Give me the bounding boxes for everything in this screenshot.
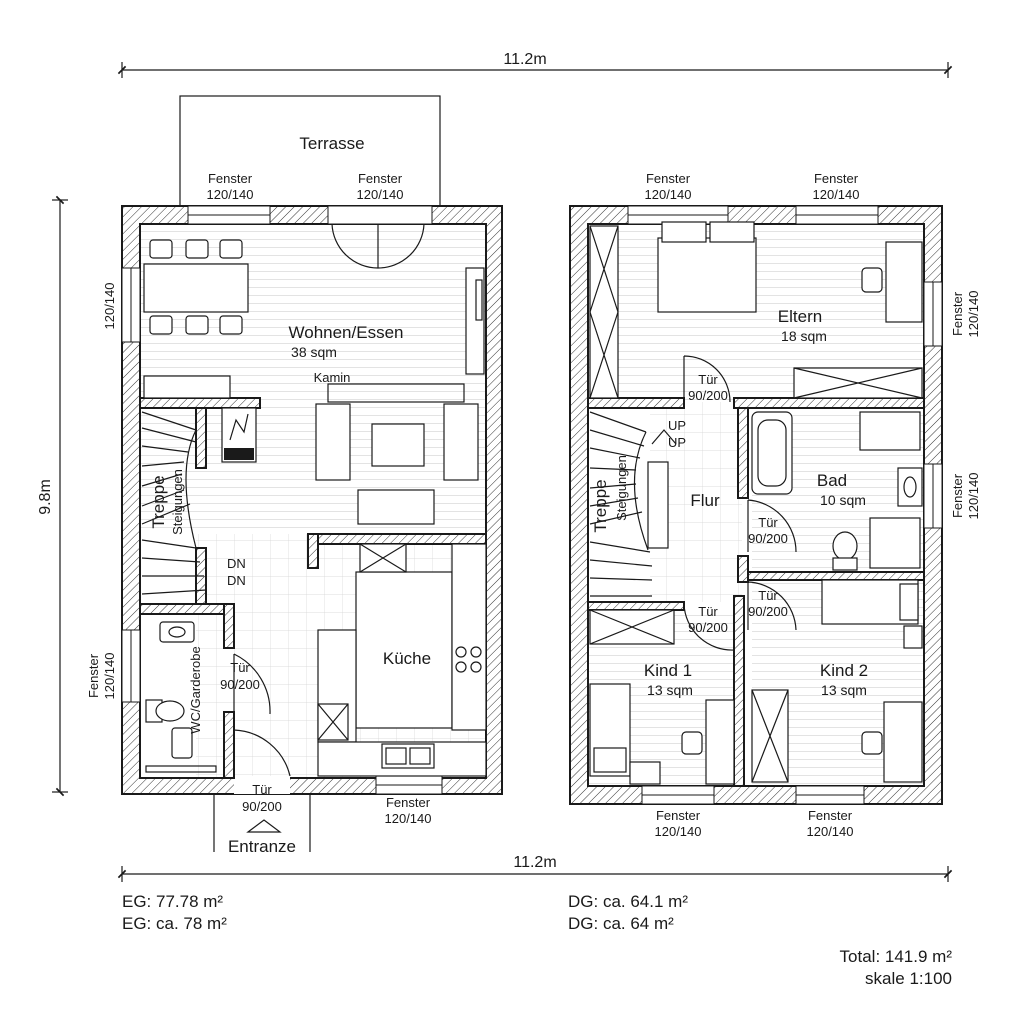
- dg-exact-area: DG: ca. 64.1 m²: [568, 892, 688, 911]
- stairs-upper: [589, 411, 653, 597]
- uf-door-kid1-size: 90/200: [688, 620, 728, 635]
- upper-floor-summary: DG: ca. 64.1 m² DG: ca. 64 m²: [568, 891, 688, 935]
- upper-floor-plan: [569, 205, 943, 805]
- gf-door-wc-size: 90/200: [220, 677, 260, 692]
- living-room-label: Wohnen/Essen: [289, 323, 404, 342]
- gf-window-top-right-size: 120/140: [357, 187, 404, 202]
- eg-approx-area: EG: ca. 78 m²: [122, 914, 227, 933]
- uf-stairs-sub: Steigungen: [614, 455, 629, 521]
- dimension-top: [117, 62, 953, 78]
- upper-toilet-icon: [832, 531, 858, 561]
- ground-windows: [121, 205, 443, 795]
- uf-door-bath-size: 90/200: [748, 531, 788, 546]
- uf-window-top-right-size: 120/140: [813, 187, 860, 202]
- uf-window-right-top-label: Fenster: [950, 291, 965, 336]
- uf-stairs-label: Treppe: [591, 479, 610, 532]
- parents-room-area: 18 sqm: [781, 328, 827, 344]
- double-bed: [657, 237, 757, 313]
- parents-room-label: Eltern: [778, 307, 822, 326]
- uf-window-bottom-right-label: Fenster: [808, 808, 853, 823]
- coffee-table: [371, 423, 425, 467]
- gf-stairs-label: Treppe: [149, 475, 168, 528]
- living-room-area: 38 sqm: [291, 344, 337, 360]
- wc-label: WC/Garderobe: [188, 646, 203, 733]
- drawing-scale: skale 1:100: [865, 969, 952, 988]
- uf-window-bottom-left-size: 120/140: [655, 824, 702, 839]
- kid1-room-area: 13 sqm: [647, 682, 693, 698]
- dimension-bottom: [117, 866, 953, 882]
- bath-area: 10 sqm: [820, 492, 866, 508]
- upper-windows: [627, 205, 943, 805]
- dimension-bottom-label: 11.2m: [513, 854, 556, 871]
- shower: [869, 517, 921, 569]
- uf-window-right-bottom-label: Fenster: [950, 473, 965, 518]
- gf-window-top-left-size: 120/140: [207, 187, 254, 202]
- dimension-height: [52, 195, 68, 797]
- gf-stairs-dn-1: DN: [227, 556, 246, 571]
- eg-exact-area: EG: 77.78 m²: [122, 892, 224, 911]
- uf-window-bottom-left-label: Fenster: [656, 808, 701, 823]
- entrance-arrow-icon: [246, 819, 282, 833]
- dining-chairs: [149, 239, 243, 335]
- uf-window-bottom-right-size: 120/140: [807, 824, 854, 839]
- bath-label: Bad: [817, 471, 847, 490]
- gf-door-wc-label: Tür: [230, 660, 250, 675]
- dining-table: [143, 263, 249, 313]
- gf-window-left-top-size: 120/140: [102, 283, 117, 330]
- gf-window-bottom-size: 120/140: [385, 811, 432, 826]
- uf-stairs-up-1: UP: [668, 418, 686, 433]
- uf-window-right-bottom-size: 120/140: [966, 473, 981, 520]
- hall-label: Flur: [690, 491, 720, 510]
- fireplace-label: Kamin: [314, 370, 351, 385]
- gf-window-left-bottom-label: Fenster: [86, 653, 101, 698]
- gf-window-top-right-label: Fenster: [358, 171, 403, 186]
- kid1-room-label: Kind 1: [644, 661, 692, 680]
- uf-door-kid1-label: Tür: [698, 604, 718, 619]
- total-summary: Total: 141.9 m² skale 1:100: [840, 946, 952, 990]
- uf-door-kid2-size: 90/200: [748, 604, 788, 619]
- gf-stairs-sub: Steigungen: [170, 469, 185, 535]
- gf-door-entry-size: 90/200: [242, 799, 282, 814]
- terrace-label: Terrasse: [299, 134, 364, 153]
- kid2-room-area: 13 sqm: [821, 682, 867, 698]
- dimension-height-label: 9.8m: [37, 479, 54, 515]
- uf-window-top-left-label: Fenster: [646, 171, 691, 186]
- sofa-right: [443, 403, 479, 481]
- uf-stairs-up-2: UP: [668, 435, 686, 450]
- uf-door-parents-label: Tür: [698, 372, 718, 387]
- uf-window-top-left-size: 120/140: [645, 187, 692, 202]
- uf-window-top-right-label: Fenster: [814, 171, 859, 186]
- dg-approx-area: DG: ca. 64 m²: [568, 914, 674, 933]
- total-area: Total: 141.9 m²: [839, 947, 952, 966]
- kitchen-label: Küche: [383, 649, 431, 668]
- sofa-bottom: [357, 489, 435, 525]
- stairs-ground: [141, 411, 207, 595]
- wardrobe-parents: [589, 225, 619, 399]
- dimension-top-label: 11.2m: [503, 51, 546, 68]
- gf-window-top-left-label: Fenster: [208, 171, 253, 186]
- ground-floor-summary: EG: 77.78 m² EG: ca. 78 m²: [122, 891, 227, 935]
- gf-stairs-dn-2: DN: [227, 573, 246, 588]
- kid2-room-label: Kind 2: [820, 661, 868, 680]
- gf-window-left-bottom-size: 120/140: [102, 653, 117, 700]
- uf-window-right-top-size: 120/140: [966, 291, 981, 338]
- sofa-left: [315, 403, 351, 481]
- uf-door-parents-size: 90/200: [688, 388, 728, 403]
- gf-window-bottom-label: Fenster: [386, 795, 431, 810]
- uf-door-kid2-label: Tür: [758, 588, 778, 603]
- gf-door-entry-label: Tür: [252, 782, 272, 797]
- entrance-label: Entranze: [228, 837, 296, 856]
- ground-floor-plan: [121, 95, 503, 852]
- toilet-icon: [155, 700, 185, 722]
- uf-door-bath-label: Tür: [758, 515, 778, 530]
- cooktop-icon: [455, 646, 482, 673]
